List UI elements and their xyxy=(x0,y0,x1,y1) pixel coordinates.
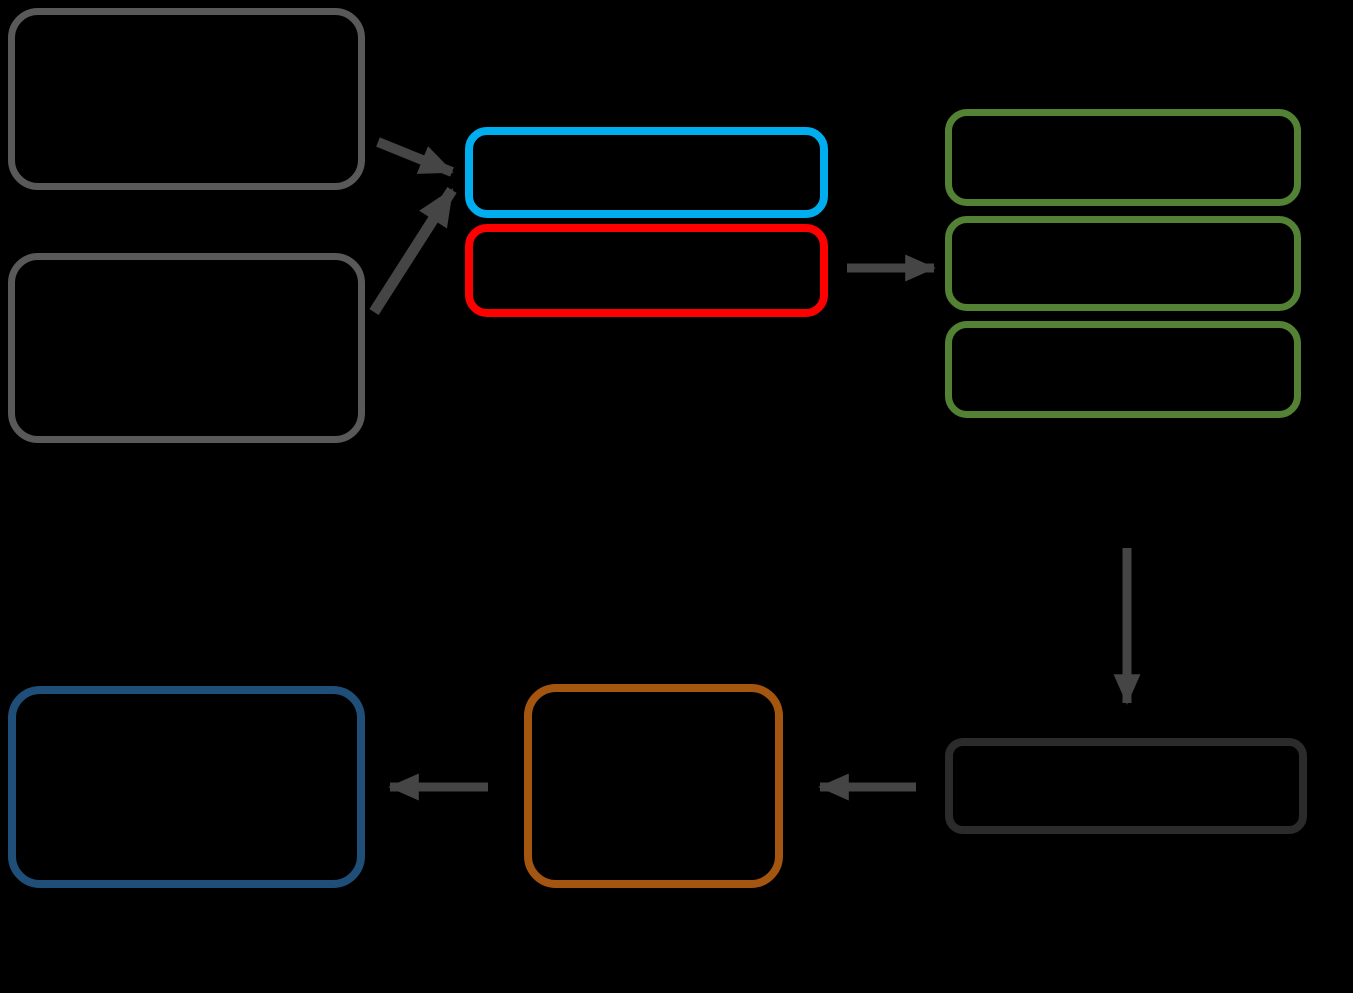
box-orange xyxy=(524,684,783,888)
box-dark xyxy=(945,738,1307,834)
box-green-1 xyxy=(945,109,1301,206)
box-mid-left-gray xyxy=(8,253,365,443)
box-cyan xyxy=(465,127,828,218)
box-green-2 xyxy=(945,216,1301,311)
box-green-3 xyxy=(945,321,1301,418)
arrow-grayTop-to-cyan xyxy=(376,137,454,177)
box-red xyxy=(465,224,828,317)
arrow-grayMid-to-cyan xyxy=(369,187,457,315)
box-top-left-gray xyxy=(8,8,365,190)
box-navy xyxy=(8,686,365,888)
